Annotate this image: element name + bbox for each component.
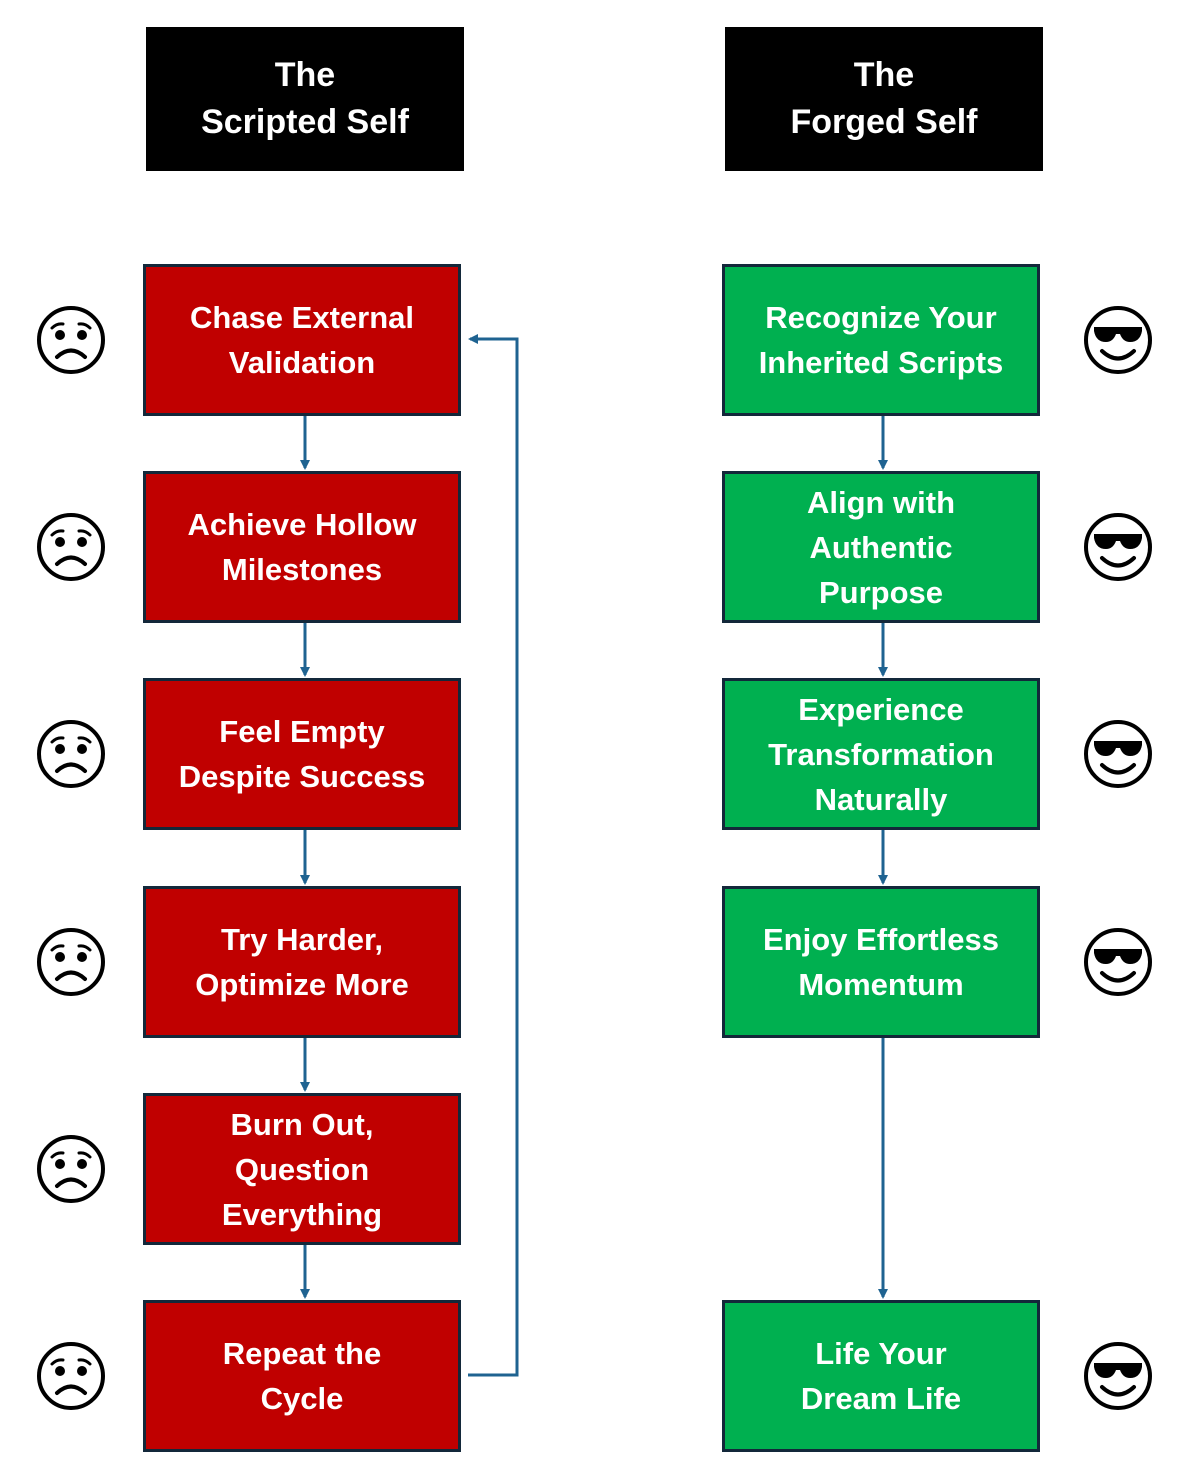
scripted-step-1: Chase External Validation	[143, 264, 461, 416]
header-line-2: Forged Self	[790, 103, 978, 141]
step-label: Enjoy Effortless Momentum	[763, 922, 999, 1002]
loop-back-arrow	[468, 334, 519, 1377]
sunglasses-face-icon	[1082, 1340, 1154, 1412]
scripted-step-6: Repeat the Cycle	[143, 1300, 461, 1452]
sunglasses-face-icon	[1082, 718, 1154, 790]
forged-step-3: Experience Transformation Naturally	[722, 678, 1040, 830]
scripted-step-4: Try Harder, Optimize More	[143, 886, 461, 1038]
forged-step-1: Recognize Your Inherited Scripts	[722, 264, 1040, 416]
forged-step-2: Align with Authentic Purpose	[722, 471, 1040, 623]
step-label: Burn Out, Question Everything	[221, 1106, 383, 1232]
worried-face-icon	[35, 718, 107, 790]
scripted-self-header: The Scripted Self	[146, 27, 464, 171]
worried-face-icon	[35, 1133, 107, 1205]
step-label: Repeat the Cycle	[222, 1336, 382, 1416]
forged-self-header: The Forged Self	[725, 27, 1043, 171]
header-line-1: The	[853, 56, 915, 94]
sunglasses-face-icon	[1082, 304, 1154, 376]
worried-face-icon	[35, 511, 107, 583]
step-label: Chase External Validation	[190, 300, 414, 380]
step-label: Recognize Your Inherited Scripts	[758, 300, 1004, 380]
step-label: Experience Transformation Naturally	[768, 691, 994, 817]
worried-face-icon	[35, 304, 107, 376]
step-label: Feel Empty Despite Success	[178, 714, 426, 794]
forged-step-4: Enjoy Effortless Momentum	[722, 886, 1040, 1038]
header-line-2: Scripted Self	[201, 103, 409, 141]
worried-face-icon	[35, 1340, 107, 1412]
scripted-step-5: Burn Out, Question Everything	[143, 1093, 461, 1245]
scripted-step-2: Achieve Hollow Milestones	[143, 471, 461, 623]
worried-face-icon	[35, 926, 107, 998]
sunglasses-face-icon	[1082, 926, 1154, 998]
scripted-step-3: Feel Empty Despite Success	[143, 678, 461, 830]
header-line-1: The	[274, 56, 336, 94]
step-label: Life Your Dream Life	[800, 1336, 962, 1416]
step-label: Align with Authentic Purpose	[806, 484, 956, 610]
step-label: Try Harder, Optimize More	[195, 922, 409, 1002]
sunglasses-face-icon	[1082, 511, 1154, 583]
forged-step-5: Life Your Dream Life	[722, 1300, 1040, 1452]
step-label: Achieve Hollow Milestones	[187, 507, 417, 587]
